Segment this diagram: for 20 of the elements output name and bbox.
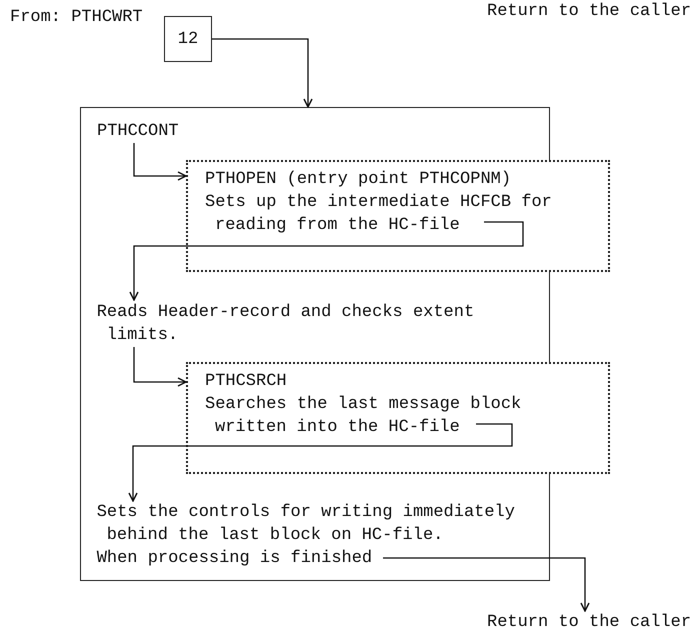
number-box: 12 bbox=[164, 16, 212, 62]
routine-description: Searches the last message block written into the HC-file bbox=[205, 394, 522, 439]
arrow bbox=[129, 221, 524, 301]
caller-note: Return to the caller bbox=[487, 1, 692, 23]
routine-name: PTHOPEN (entry point PTHCOPNM) bbox=[205, 169, 512, 191]
arrow bbox=[128, 423, 513, 502]
box-heading: PTHCCONT bbox=[97, 121, 179, 143]
step-text: When processing is finished bbox=[96, 546, 387, 570]
subroutine-box bbox=[186, 160, 610, 272]
arrow bbox=[133, 143, 187, 181]
return-text: Return to the caller bbox=[487, 611, 693, 634]
step-text: Reads Header-record and checks extent limits. bbox=[96, 300, 497, 347]
source-label: From: PTHCWRT bbox=[10, 7, 143, 29]
step-text: Sets the controls for writing immediately behind the last block on HC-file. bbox=[96, 500, 537, 547]
arrow bbox=[133, 347, 187, 387]
routine-description: Sets up the intermediate HCFCB for reading from the HC-file bbox=[205, 192, 553, 237]
arrow bbox=[212, 38, 313, 108]
routine-name: PTHCSRCH bbox=[205, 371, 288, 393]
arrow bbox=[383, 557, 590, 612]
subroutine-box bbox=[186, 362, 610, 474]
